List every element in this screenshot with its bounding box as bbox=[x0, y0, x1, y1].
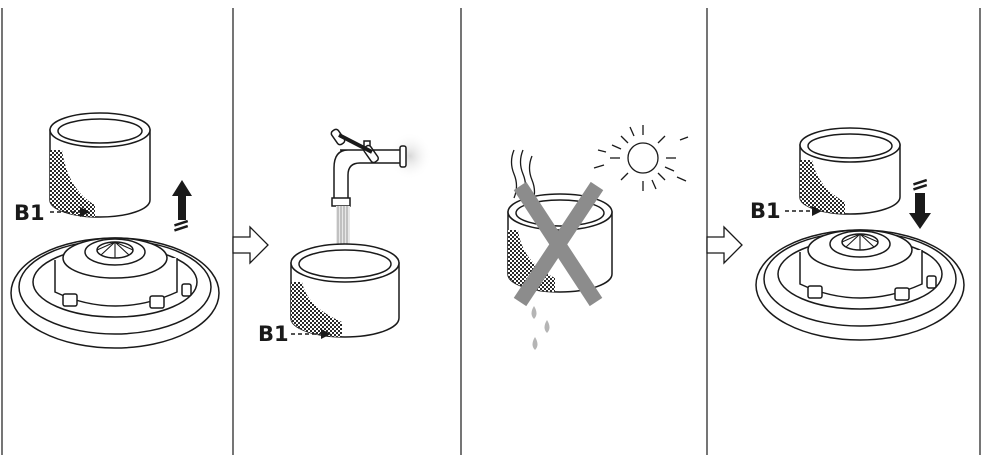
b1-label: B1 bbox=[14, 201, 45, 225]
panel-no-heat-drying bbox=[508, 125, 688, 350]
device-base bbox=[11, 238, 219, 348]
filter-cartridge bbox=[800, 128, 900, 214]
b1-label: B1 bbox=[750, 199, 781, 223]
panel-reinsert-filter: B1 bbox=[750, 128, 964, 340]
push-down-arrow-icon bbox=[909, 179, 931, 229]
step-arrow-icon bbox=[707, 227, 742, 263]
panel-rinse-filter: B1 bbox=[258, 128, 432, 346]
panel-remove-filter: B1 bbox=[11, 113, 219, 348]
water-drops-icon bbox=[532, 306, 550, 350]
device-base bbox=[756, 230, 964, 340]
lift-up-arrow-icon bbox=[172, 180, 192, 232]
filter-cartridge bbox=[50, 113, 150, 217]
filter-cartridge bbox=[291, 244, 399, 337]
b1-label: B1 bbox=[258, 322, 289, 346]
step-arrow-icon bbox=[233, 227, 268, 263]
sun-icon bbox=[594, 125, 688, 191]
